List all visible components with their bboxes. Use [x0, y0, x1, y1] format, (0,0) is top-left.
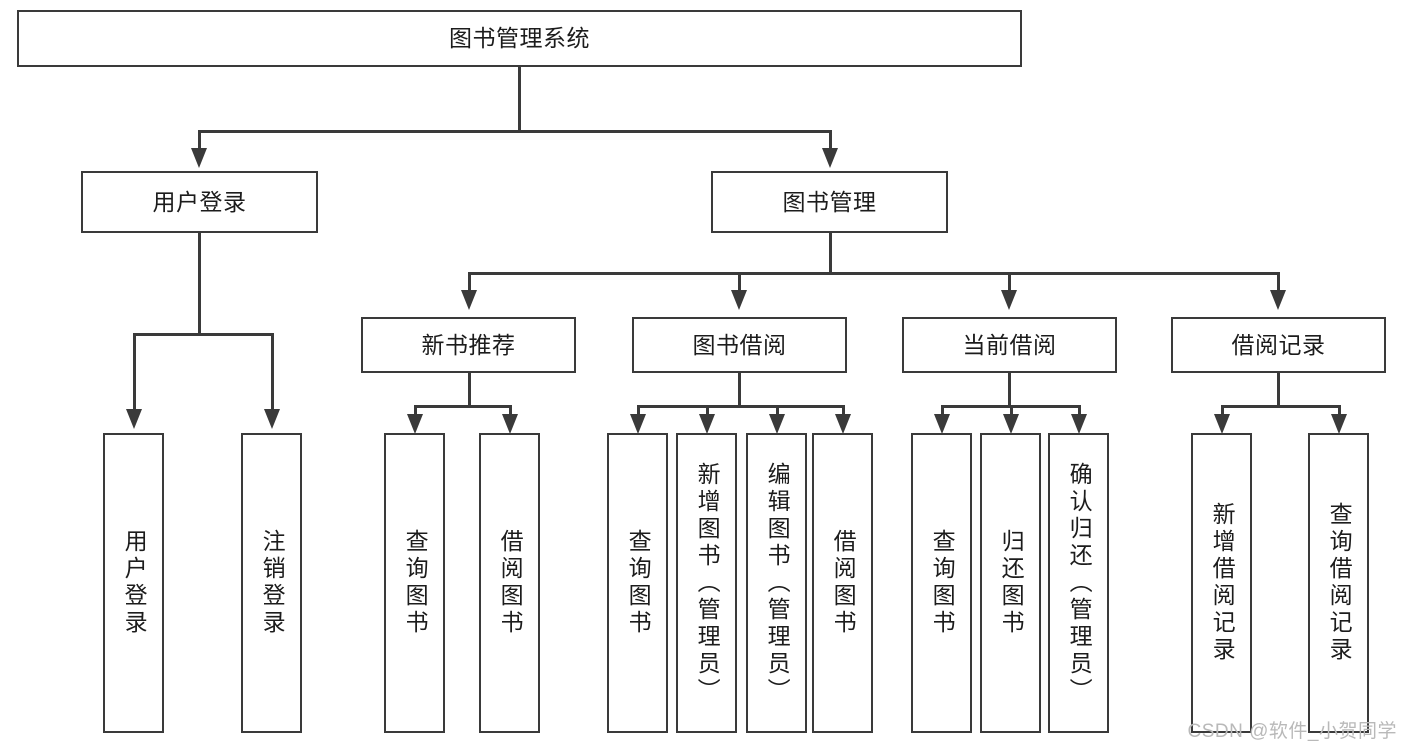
arrowhead-book-borrow-leaf-4 — [835, 414, 851, 434]
connector-book-mgmt-branch-2 — [738, 272, 741, 294]
node-label: 编辑图书（管理员） — [764, 461, 791, 705]
leaf-confirm-return-admin[interactable]: 确认归还（管理员） — [1048, 433, 1109, 733]
connector-new-book-bus — [414, 405, 511, 408]
connector-new-book-branch-2 — [509, 405, 512, 419]
node-label: 借阅记录 — [1231, 331, 1326, 358]
arrowhead-book-mgmt-branch-2 — [731, 290, 747, 310]
connector-new-book-stem — [468, 373, 471, 405]
node-book-management[interactable]: 图书管理 — [711, 171, 948, 233]
leaf-edit-book-admin[interactable]: 编辑图书（管理员） — [746, 433, 807, 733]
node-label: 确认归还（管理员） — [1066, 461, 1093, 705]
leaf-borrow-book[interactable]: 借阅图书 — [812, 433, 873, 733]
connector-user-login-branch-2 — [271, 333, 274, 413]
arrowhead-new-book-leaf-2 — [502, 414, 518, 434]
node-label: 新增借阅记录 — [1209, 502, 1236, 664]
node-label: 新书推荐 — [421, 331, 516, 358]
leaf-query-book-current[interactable]: 查询图书 — [911, 433, 972, 733]
connector-book-mgmt-branch-1 — [468, 272, 471, 294]
node-borrow-record[interactable]: 借阅记录 — [1171, 317, 1386, 373]
node-label: 归还图书 — [998, 529, 1025, 637]
connector-user-login-branch-1 — [133, 333, 136, 413]
arrowhead-user-login-leaf-1 — [126, 409, 142, 429]
leaf-query-book-borrow[interactable]: 查询图书 — [607, 433, 668, 733]
node-label: 新增图书（管理员） — [694, 461, 721, 705]
arrowhead-current-borrow-leaf-2 — [1003, 414, 1019, 434]
leaf-borrow-book-recommend[interactable]: 借阅图书 — [479, 433, 540, 733]
node-label: 借阅图书 — [830, 529, 857, 637]
connector-root-stem — [518, 67, 521, 130]
node-new-book-recommend[interactable]: 新书推荐 — [361, 317, 576, 373]
node-label: 查询图书 — [929, 529, 956, 637]
connector-current-borrow-branch-3 — [1078, 405, 1081, 419]
connector-current-borrow-branch-1 — [941, 405, 944, 419]
node-user-login[interactable]: 用户登录 — [81, 171, 318, 233]
connector-root-to-book-mgmt — [829, 130, 832, 152]
connector-user-login-stem — [198, 233, 201, 333]
leaf-query-book-recommend[interactable]: 查询图书 — [384, 433, 445, 733]
connector-book-borrow-bus — [637, 405, 844, 408]
leaf-query-borrow-record[interactable]: 查询借阅记录 — [1308, 433, 1369, 733]
node-label: 用户登录 — [152, 188, 247, 215]
connector-book-mgmt-branch-4 — [1277, 272, 1280, 294]
node-root-system[interactable]: 图书管理系统 — [17, 10, 1022, 67]
connector-borrow-record-bus — [1221, 405, 1340, 408]
arrowhead-current-borrow-leaf-1 — [934, 414, 950, 434]
connector-user-login-bus — [133, 333, 273, 336]
connector-book-borrow-branch-3 — [776, 405, 779, 419]
connector-root-to-user-login — [198, 130, 201, 152]
node-label: 图书管理 — [782, 188, 877, 215]
connector-current-borrow-branch-2 — [1010, 405, 1013, 419]
node-label: 查询借阅记录 — [1326, 502, 1353, 664]
connector-current-borrow-stem — [1008, 373, 1011, 405]
connector-borrow-record-stem — [1277, 373, 1280, 405]
node-label: 当前借阅 — [962, 331, 1057, 358]
connector-root-bus — [198, 130, 831, 133]
leaf-user-login[interactable]: 用户登录 — [103, 433, 164, 733]
node-book-borrow[interactable]: 图书借阅 — [632, 317, 847, 373]
connector-new-book-branch-1 — [414, 405, 417, 419]
connector-borrow-record-branch-1 — [1221, 405, 1224, 419]
arrowhead-user-login-leaf-2 — [264, 409, 280, 429]
node-current-borrow[interactable]: 当前借阅 — [902, 317, 1117, 373]
node-label: 图书管理系统 — [449, 25, 590, 52]
arrowhead-book-mgmt-branch-3 — [1001, 290, 1017, 310]
connector-book-borrow-stem — [738, 373, 741, 405]
connector-book-mgmt-bus — [468, 272, 1279, 275]
leaf-add-borrow-record[interactable]: 新增借阅记录 — [1191, 433, 1252, 733]
leaf-logout[interactable]: 注销登录 — [241, 433, 302, 733]
arrowhead-book-borrow-leaf-2 — [699, 414, 715, 434]
connector-book-borrow-branch-1 — [637, 405, 640, 419]
node-label: 查询图书 — [625, 529, 652, 637]
connector-book-borrow-branch-4 — [842, 405, 845, 419]
arrowhead-current-borrow-leaf-3 — [1071, 414, 1087, 434]
arrowhead-borrow-record-leaf-1 — [1214, 414, 1230, 434]
node-label: 借阅图书 — [497, 529, 524, 637]
leaf-add-book-admin[interactable]: 新增图书（管理员） — [676, 433, 737, 733]
node-label: 用户登录 — [121, 529, 148, 637]
connector-borrow-record-branch-2 — [1338, 405, 1341, 419]
connector-book-mgmt-stem — [829, 233, 832, 272]
node-label: 图书借阅 — [692, 331, 787, 358]
node-label: 注销登录 — [259, 529, 286, 637]
arrowhead-borrow-record-leaf-2 — [1331, 414, 1347, 434]
leaf-return-book[interactable]: 归还图书 — [980, 433, 1041, 733]
arrowhead-book-mgmt-branch-4 — [1270, 290, 1286, 310]
arrowhead-root-to-book-mgmt — [822, 148, 838, 168]
connector-book-mgmt-branch-3 — [1008, 272, 1011, 294]
node-label: 查询图书 — [402, 529, 429, 637]
arrowhead-book-borrow-leaf-3 — [769, 414, 785, 434]
arrowhead-book-mgmt-branch-1 — [461, 290, 477, 310]
arrowhead-new-book-leaf-1 — [407, 414, 423, 434]
arrowhead-book-borrow-leaf-1 — [630, 414, 646, 434]
connector-book-borrow-branch-2 — [706, 405, 709, 419]
arrowhead-root-to-user-login — [191, 148, 207, 168]
